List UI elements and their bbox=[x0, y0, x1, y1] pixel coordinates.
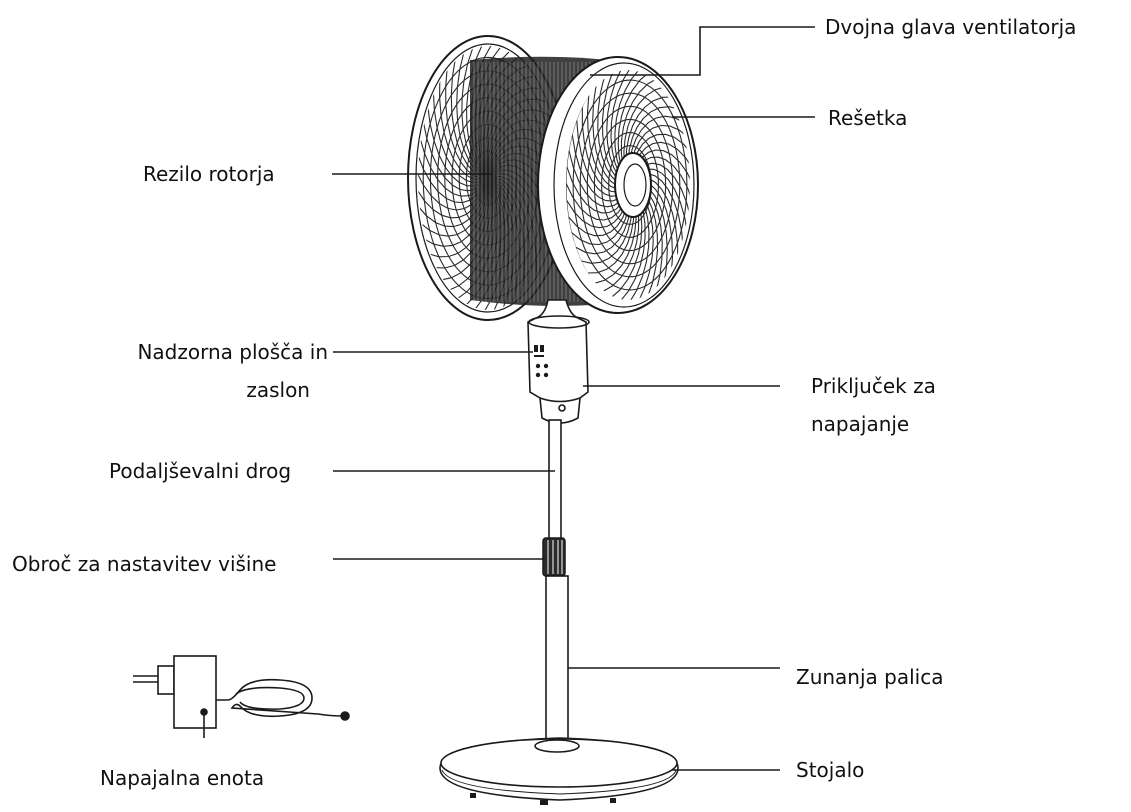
label-power-unit: Napajalna enota bbox=[100, 766, 265, 790]
label-dual-fan-head: Dvojna glava ventilatorja bbox=[825, 15, 1077, 39]
label-control-panel-line2: zaslon bbox=[246, 378, 310, 402]
front-fan-head bbox=[537, 56, 699, 314]
label-height-ring: Obroč za nastavitev višine bbox=[12, 552, 277, 576]
outer-pole bbox=[545, 575, 569, 743]
grille-ring bbox=[586, 105, 674, 265]
label-control-panel-line1: Nadzorna plošča in bbox=[137, 340, 328, 364]
leader-dual-fan-head bbox=[590, 26, 815, 76]
label-grille: Rešetka bbox=[828, 106, 908, 130]
leader-lines bbox=[332, 26, 815, 771]
label-power-connector-line1: Priključek za bbox=[811, 374, 936, 398]
label-stand: Stojalo bbox=[796, 758, 865, 782]
base-stand bbox=[439, 737, 679, 805]
control-body bbox=[527, 299, 590, 424]
grille-ring bbox=[572, 79, 688, 291]
control-panel-display bbox=[534, 345, 549, 378]
label-rotor-blade: Rezilo rotorja bbox=[143, 162, 275, 186]
label-extension-rod: Podaljševalni drog bbox=[109, 459, 292, 483]
label-power-connector-line2: napajanje bbox=[811, 412, 910, 436]
label-outer-pole: Zunanja palica bbox=[796, 665, 944, 689]
extension-rod bbox=[548, 419, 562, 541]
height-adjustment-ring bbox=[542, 537, 566, 577]
grille-ring bbox=[579, 92, 681, 278]
power-adapter bbox=[133, 655, 350, 738]
